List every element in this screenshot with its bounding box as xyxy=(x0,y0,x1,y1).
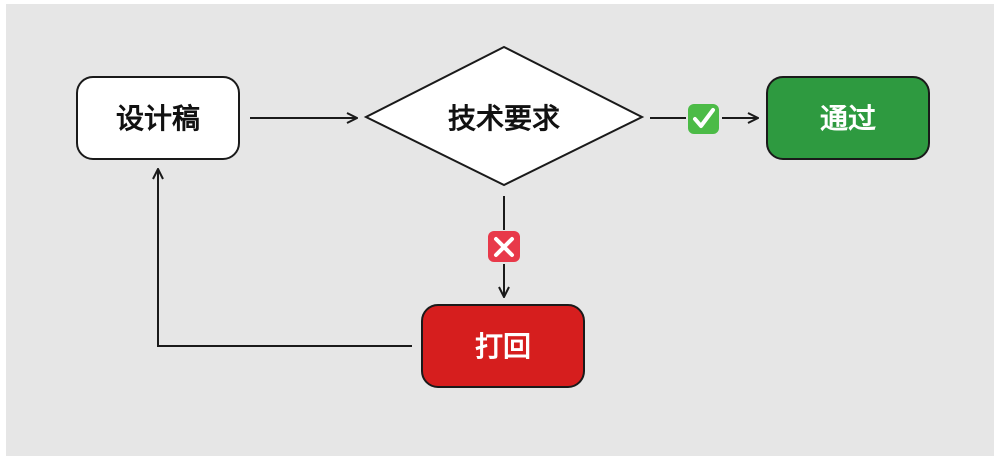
node-requirement-label: 技术要求 xyxy=(448,102,560,135)
node-pass: 通过 xyxy=(766,76,930,160)
node-reject: 打回 xyxy=(421,304,585,388)
node-requirement: 技术要求 xyxy=(363,45,645,187)
flowchart: 设计稿 技术要求 通过 打回 xyxy=(76,45,930,388)
cross-mark-icon xyxy=(488,231,520,262)
node-draft-label: 设计稿 xyxy=(116,102,200,135)
node-pass-box xyxy=(766,76,930,160)
node-draft-box xyxy=(76,76,240,160)
node-draft: 设计稿 xyxy=(76,76,240,160)
diagram-canvas: 设计稿 技术要求 通过 打回 xyxy=(6,4,994,456)
node-pass-label: 通过 xyxy=(820,102,876,135)
check-mark-icon xyxy=(688,104,719,134)
node-reject-box xyxy=(421,304,585,388)
node-requirement-diamond xyxy=(363,45,645,187)
node-reject-label: 打回 xyxy=(475,330,531,363)
edge-reject-to-draft xyxy=(158,169,412,347)
